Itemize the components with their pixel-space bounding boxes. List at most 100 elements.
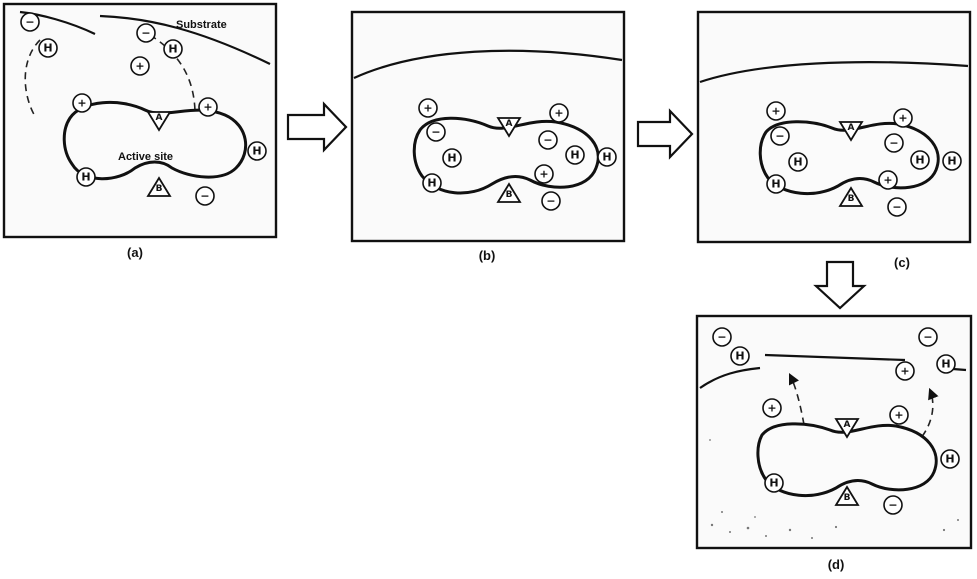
svg-text:+: +: [894, 409, 903, 422]
positive-charge-icon: +: [73, 94, 91, 112]
svg-text:+: +: [883, 174, 892, 187]
svg-text:B: B: [848, 194, 855, 204]
hydrophobic-group-icon: H: [164, 40, 182, 58]
negative-charge-icon: −: [427, 123, 445, 141]
svg-text:H: H: [168, 43, 177, 56]
svg-text:+: +: [135, 60, 144, 73]
svg-text:+: +: [77, 97, 86, 110]
positive-charge-icon: +: [550, 104, 568, 122]
svg-text:B: B: [156, 184, 163, 194]
svg-text:−: −: [888, 499, 897, 512]
arrow-a-to-b-icon: [288, 104, 346, 150]
svg-text:H: H: [945, 453, 954, 466]
svg-text:H: H: [43, 42, 52, 55]
svg-text:+: +: [423, 102, 432, 115]
svg-text:−: −: [543, 134, 552, 147]
negative-charge-icon: −: [884, 496, 902, 514]
negative-charge-icon: −: [888, 198, 906, 216]
positive-charge-icon: +: [763, 399, 781, 417]
panel-c: A B + − H H + − H + H − (c): [698, 12, 970, 270]
svg-text:A: A: [848, 123, 855, 133]
panel-d-label: (d): [828, 557, 845, 572]
svg-text:H: H: [793, 156, 802, 169]
hydrophobic-group-icon: H: [765, 474, 783, 492]
svg-text:+: +: [767, 402, 776, 415]
hydrophobic-group-icon: H: [77, 168, 95, 186]
negative-charge-icon: −: [919, 328, 937, 346]
hydrophobic-group-icon: H: [911, 151, 929, 169]
svg-text:H: H: [769, 477, 778, 490]
svg-text:A: A: [844, 420, 851, 430]
panel-c-label: (c): [894, 255, 910, 270]
substrate-label: Substrate: [176, 19, 227, 31]
active-site-label: Active site: [118, 151, 173, 163]
positive-charge-icon: +: [131, 57, 149, 75]
positive-charge-icon: +: [199, 98, 217, 116]
positive-charge-icon: +: [419, 99, 437, 117]
hydrophobic-group-icon: H: [39, 39, 57, 57]
panel-a-label: (a): [127, 245, 143, 260]
negative-charge-icon: −: [539, 131, 557, 149]
negative-charge-icon: −: [713, 328, 731, 346]
svg-text:H: H: [570, 149, 579, 162]
hydrophobic-group-icon: H: [789, 153, 807, 171]
hydrophobic-group-icon: H: [767, 175, 785, 193]
svg-text:+: +: [771, 105, 780, 118]
svg-text:H: H: [947, 155, 956, 168]
negative-charge-icon: −: [196, 187, 214, 205]
positive-charge-icon: +: [890, 406, 908, 424]
svg-text:H: H: [252, 145, 261, 158]
negative-charge-icon: −: [542, 192, 560, 210]
hydrophobic-group-icon: H: [937, 355, 955, 373]
svg-text:H: H: [81, 171, 90, 184]
svg-text:−: −: [717, 331, 726, 344]
hydrophobic-group-icon: H: [566, 146, 584, 164]
positive-charge-icon: +: [894, 109, 912, 127]
svg-text:B: B: [844, 493, 851, 503]
svg-text:H: H: [771, 178, 780, 191]
svg-text:H: H: [427, 177, 436, 190]
svg-text:−: −: [200, 190, 209, 203]
svg-text:−: −: [141, 27, 150, 40]
positive-charge-icon: +: [767, 102, 785, 120]
svg-text:−: −: [775, 130, 784, 143]
svg-text:B: B: [506, 190, 513, 200]
positive-charge-icon: +: [896, 362, 914, 380]
hydrophobic-group-icon: H: [943, 152, 961, 170]
svg-text:−: −: [25, 16, 34, 29]
svg-text:H: H: [447, 152, 456, 165]
panel-d: A B − H − H + + + H H − (d): [697, 316, 971, 572]
svg-text:A: A: [506, 119, 513, 129]
svg-text:−: −: [923, 331, 932, 344]
panel-c-frame: [698, 12, 970, 242]
svg-text:+: +: [203, 101, 212, 114]
svg-text:+: +: [539, 168, 548, 181]
svg-text:H: H: [602, 151, 611, 164]
svg-text:+: +: [900, 365, 909, 378]
arrow-c-to-d-icon: [816, 262, 864, 308]
svg-text:H: H: [915, 154, 924, 167]
hydrophobic-group-icon: H: [423, 174, 441, 192]
svg-text:+: +: [898, 112, 907, 125]
hydrophobic-group-icon: H: [941, 450, 959, 468]
hydrophobic-group-icon: H: [248, 142, 266, 160]
negative-charge-icon: −: [21, 13, 39, 31]
svg-text:+: +: [554, 107, 563, 120]
svg-text:−: −: [892, 201, 901, 214]
panel-a: Substrate Active site A B − H − + H + + …: [4, 4, 276, 260]
svg-text:A: A: [156, 113, 163, 123]
panel-b-label: (b): [479, 248, 496, 263]
negative-charge-icon: −: [137, 24, 155, 42]
svg-text:−: −: [431, 126, 440, 139]
hydrophobic-group-icon: H: [443, 149, 461, 167]
hydrophobic-group-icon: H: [731, 347, 749, 365]
hydrophobic-group-icon: H: [598, 148, 616, 166]
negative-charge-icon: −: [885, 134, 903, 152]
positive-charge-icon: +: [879, 171, 897, 189]
svg-text:−: −: [889, 137, 898, 150]
panel-b: A B + − H H + − H + H − (b): [352, 12, 624, 263]
positive-charge-icon: +: [535, 165, 553, 183]
svg-text:H: H: [735, 350, 744, 363]
negative-charge-icon: −: [771, 127, 789, 145]
arrow-b-to-c-icon: [638, 111, 692, 157]
